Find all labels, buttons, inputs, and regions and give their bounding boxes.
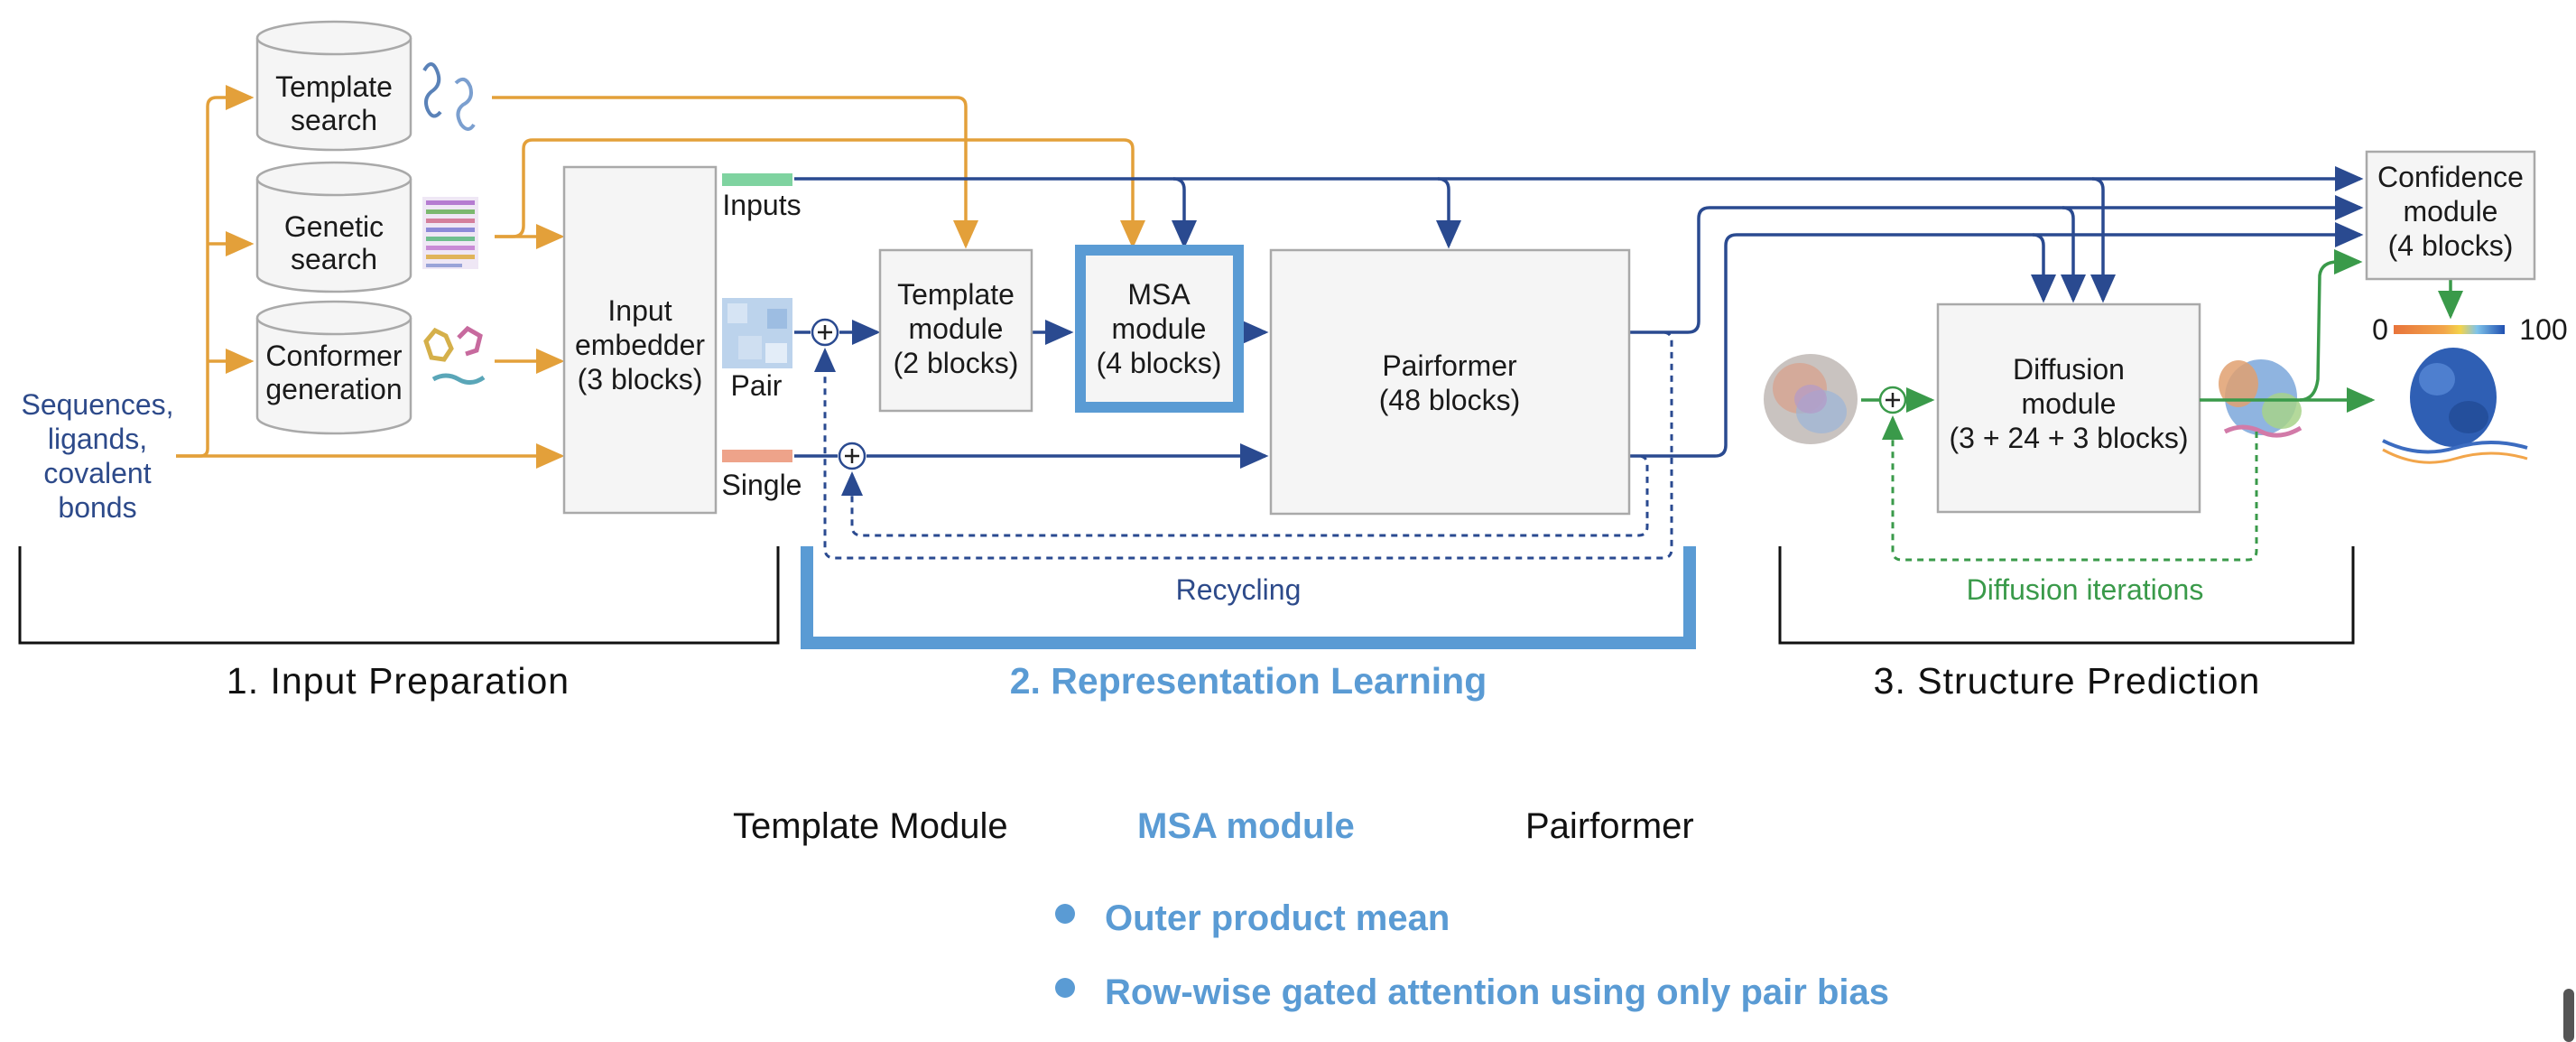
input-embedder-label-3: (3 blocks)	[578, 363, 703, 395]
confidence-module-box: Confidence module (4 blocks)	[2365, 150, 2536, 281]
diffusion-iterations-label: Diffusion iterations	[1967, 573, 2204, 606]
submodule-pairformer: Pairformer	[1525, 806, 1694, 846]
single-sum-node	[838, 442, 866, 470]
input-embedder-box: Input embedder (3 blocks)	[562, 165, 718, 515]
genetic-search-db: Genetic search	[255, 161, 412, 293]
template-module-label-2: module	[909, 312, 1004, 345]
diffusion-module-label-2: module	[2022, 387, 2117, 420]
msa-module-label-2: module	[1112, 312, 1207, 345]
msa-alignment-icon	[422, 197, 478, 269]
single-stream-bar	[722, 450, 792, 462]
pair-stream-label: Pair	[731, 369, 783, 402]
diffusion-module-label-1: Diffusion	[2013, 353, 2125, 386]
structure-prediction-bracket	[1778, 546, 2355, 645]
input-arrows	[176, 85, 1145, 469]
confidence-color-scale	[2394, 325, 2505, 334]
representation-learning-bracket	[801, 546, 1696, 649]
inputs-stream-label: Inputs	[722, 189, 801, 221]
diffusion-flow-arrows	[1882, 249, 2463, 562]
genetic-search-label-2: search	[291, 243, 377, 275]
submodule-template: Template Module	[733, 806, 1008, 846]
pair-stream-grid	[722, 298, 792, 368]
recycling-loops	[814, 330, 1673, 560]
scrollbar-thumb[interactable]	[2563, 989, 2574, 1042]
conformer-generation-label-1: Conformer	[265, 340, 403, 372]
recycling-label: Recycling	[1176, 573, 1302, 606]
section-input-preparation: 1. Input Preparation	[227, 660, 570, 702]
representation-flow-arrows	[794, 166, 2364, 469]
confidence-module-label-3: (4 blocks)	[2388, 229, 2514, 262]
template-search-label-1: Template	[275, 70, 393, 103]
msa-bullet-2: Row-wise gated attention using only pair…	[1105, 972, 1889, 1012]
msa-bullet-1: Outer product mean	[1105, 898, 1450, 938]
conformer-generation-label-2: generation	[265, 373, 402, 405]
predicted-structure-icon	[2219, 359, 2303, 438]
sequences-label-4: bonds	[58, 491, 136, 524]
submodule-msa: MSA module	[1137, 806, 1355, 846]
sequences-label-2: ligands,	[48, 423, 147, 455]
section-representation-learning: 2. Representation Learning	[1010, 660, 1487, 702]
template-module-box: Template module (2 blocks)	[878, 248, 1033, 413]
genetic-search-label-1: Genetic	[284, 210, 384, 243]
template-module-label-3: (2 blocks)	[894, 347, 1019, 379]
msa-module-box: MSA module (4 blocks)	[1075, 245, 1244, 413]
sequences-label-1: Sequences,	[21, 388, 173, 421]
msa-module-label-1: MSA	[1127, 278, 1191, 311]
conformer-generation-db: Conformer generation	[255, 300, 412, 435]
input-embedder-label-2: embedder	[575, 329, 705, 361]
pairformer-label-2: (48 blocks)	[1379, 384, 1521, 416]
inputs-stream-bar	[722, 173, 792, 186]
noise-cloud-icon	[1764, 354, 1858, 444]
diffusion-module-label-3: (3 + 24 + 3 blocks)	[1949, 422, 2188, 454]
diffusion-module-box: Diffusion module (3 + 24 + 3 blocks)	[1936, 302, 2201, 514]
bullet-dot-1	[1055, 904, 1075, 924]
pairformer-box: Pairformer (48 blocks)	[1269, 248, 1631, 516]
sequences-label-3: covalent	[43, 457, 151, 489]
bullet-dot-2	[1055, 978, 1075, 998]
final-structure-icon	[2382, 348, 2528, 464]
diffusion-sum-node	[1878, 386, 1907, 414]
section-structure-prediction: 3. Structure Prediction	[1874, 660, 2261, 702]
confidence-module-label-2: module	[2404, 195, 2498, 228]
msa-module-label-3: (4 blocks)	[1097, 347, 1222, 379]
confidence-module-label-1: Confidence	[2377, 161, 2524, 193]
single-stream-label: Single	[722, 469, 802, 501]
input-preparation-bracket	[18, 546, 780, 645]
confidence-scale-max: 100	[2519, 313, 2567, 346]
confidence-scale-min: 0	[2372, 313, 2388, 346]
protein-template-icon	[422, 62, 476, 131]
conformer-molecule-icon	[423, 325, 486, 385]
pairformer-label-1: Pairformer	[1382, 349, 1517, 382]
pair-sum-node	[811, 318, 839, 347]
template-search-db: Template search	[255, 20, 412, 152]
template-module-label-1: Template	[897, 278, 1015, 311]
template-search-label-2: search	[291, 104, 377, 136]
input-embedder-label-1: Input	[607, 294, 672, 327]
